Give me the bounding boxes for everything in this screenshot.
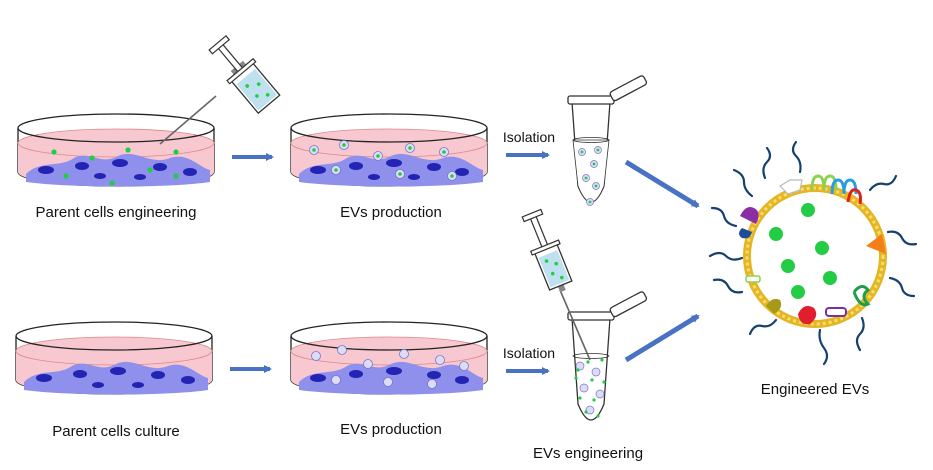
- label-evs-production-bottom: EVs production: [340, 421, 442, 438]
- cargo-particles: [769, 203, 837, 299]
- label-isolation-bottom: Isolation: [502, 345, 556, 361]
- label-isolation-top: Isolation: [502, 129, 556, 145]
- eppendorf-tube-top: [567, 75, 648, 206]
- label-parent-cells-culture: Parent cells culture: [52, 423, 180, 440]
- engineered-ev: [708, 140, 918, 366]
- surface-tails: [708, 140, 918, 366]
- loaded-vesicles: [309, 140, 457, 181]
- arrow-top-to-engineered: [624, 159, 700, 209]
- eppendorf-tube-bottom: [567, 291, 648, 421]
- label-evs-production-top: EVs production: [340, 204, 442, 221]
- syringe-icon: [159, 34, 281, 145]
- petri-dish-parent-culture: [15, 321, 213, 395]
- empty-vesicles: [311, 345, 469, 389]
- label-engineered-evs: Engineered EVs: [760, 381, 870, 398]
- syringe-icon: [521, 208, 591, 361]
- petri-dish-parent-engineering: [17, 113, 215, 187]
- arrow-bottom-to-engineered: [624, 313, 700, 363]
- green-particles: [51, 147, 179, 186]
- label-parent-cells-engineering: Parent cells engineering: [35, 204, 197, 221]
- petri-dish-evs-production-bottom: [290, 321, 488, 395]
- membrane-proteins: [739, 174, 886, 325]
- label-evs-engineering: EVs engineering: [532, 445, 644, 462]
- petri-dish-evs-production-top: [290, 113, 488, 187]
- cell-layer: [26, 153, 210, 187]
